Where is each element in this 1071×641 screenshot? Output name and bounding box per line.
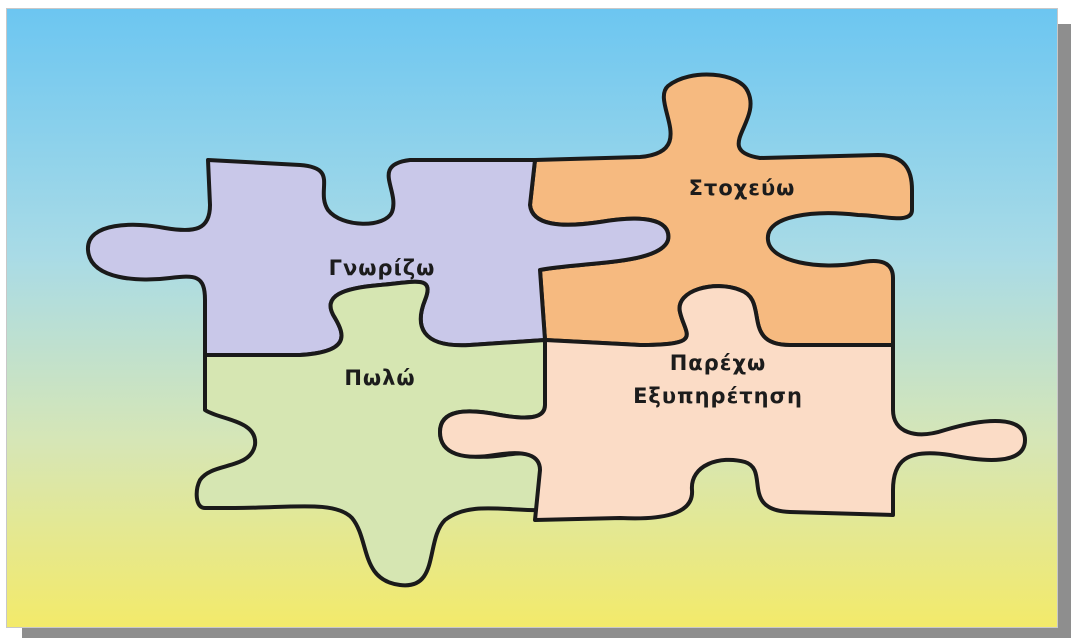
label-sell: Πωλώ — [344, 366, 415, 390]
label-serve-line2: Εξυπηρέτηση — [633, 384, 803, 408]
label-serve-line1: Παρέχω — [670, 351, 767, 375]
label-know: Γνωρίζω — [329, 256, 436, 280]
label-target: Στοχεύω — [689, 176, 796, 200]
